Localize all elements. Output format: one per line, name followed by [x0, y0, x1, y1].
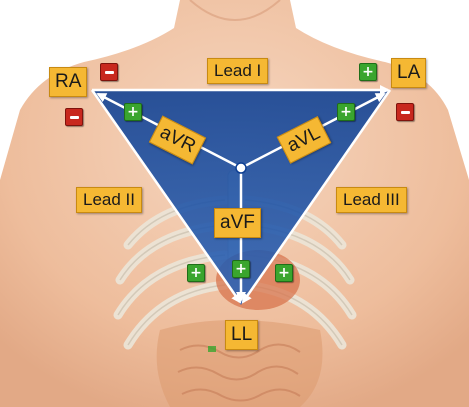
plus-icon: + [359, 63, 377, 81]
minus-icon [100, 63, 118, 81]
label-lead-i: Lead I [207, 58, 268, 84]
green-marker [208, 346, 216, 352]
plus-icon: + [275, 264, 293, 282]
label-lead-ii: Lead II [76, 187, 142, 213]
label-avf: aVF [214, 208, 261, 238]
label-ra: RA [49, 67, 87, 97]
center-node [236, 163, 246, 173]
minus-icon [65, 108, 83, 126]
minus-icon [396, 103, 414, 121]
plus-icon: + [124, 103, 142, 121]
plus-icon: + [337, 103, 355, 121]
plus-icon: + [232, 260, 250, 278]
label-la: LA [391, 58, 426, 88]
label-lead-iii: Lead III [336, 187, 407, 213]
plus-icon: + [187, 264, 205, 282]
label-ll: LL [225, 320, 258, 350]
